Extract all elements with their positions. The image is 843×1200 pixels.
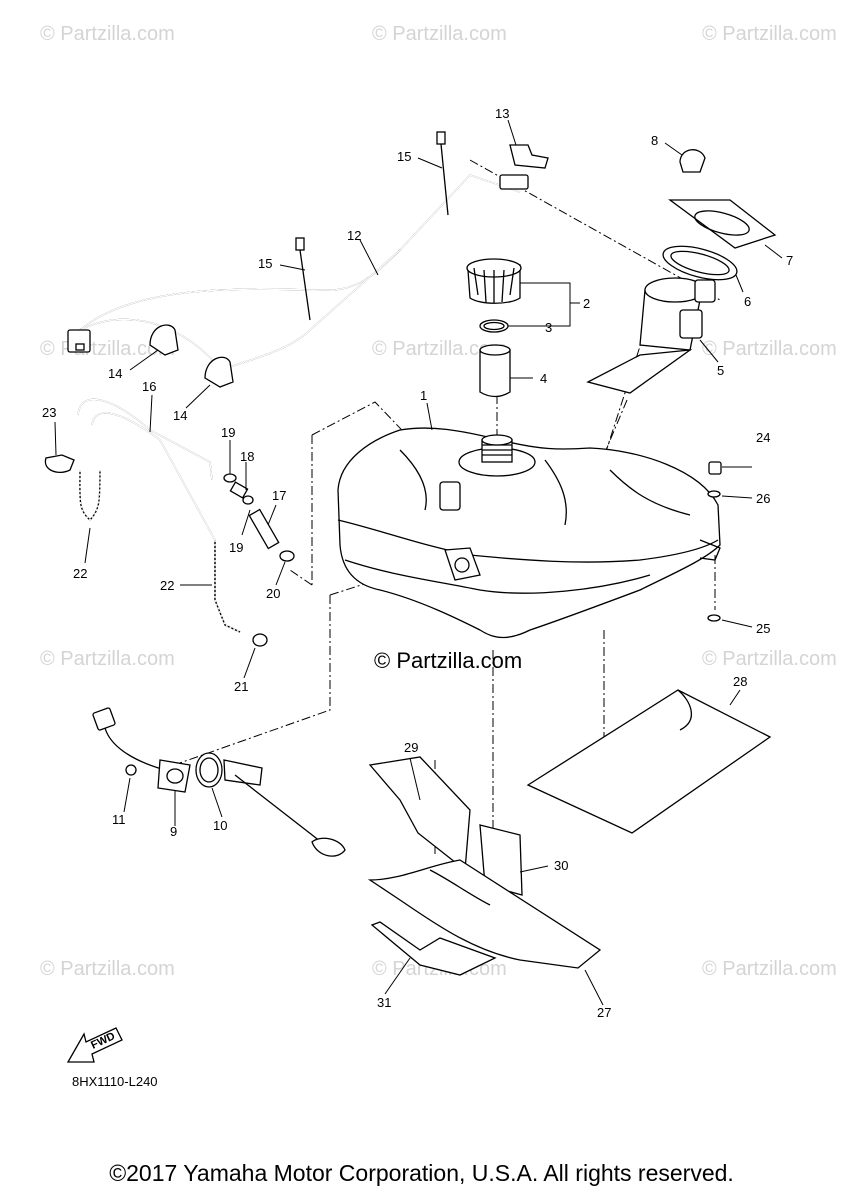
hose-clip [44,454,75,473]
cap-gasket [479,319,509,333]
callout-14a: 14 [108,366,122,381]
callout-23: 23 [42,405,56,420]
callout-18: 18 [240,449,254,464]
callout-12: 12 [347,228,361,243]
callout-31: 31 [377,995,391,1010]
connector-bracket [499,144,549,190]
callout-7: 7 [786,253,793,268]
watermark: © Partzilla.com [702,338,837,360]
fuel-tank [337,427,721,639]
callout-22a: 22 [73,566,87,581]
callout-4: 4 [540,371,547,386]
watermark: © Partzilla.com [702,23,837,45]
callout-19b: 19 [229,540,243,555]
callout-13: 13 [495,106,509,121]
callout-labels: 1 2 3 4 5 6 7 8 9 10 11 12 13 14 14 15 1… [42,106,793,1020]
callout-16: 16 [142,379,156,394]
callout-9: 9 [170,824,177,839]
callout-5: 5 [717,363,724,378]
callout-3: 3 [545,320,552,335]
drawing-code: 8HX1110-L240 [72,1074,158,1089]
partzilla-watermark: © Partzilla.com [374,648,522,673]
watermark-layer: © Partzilla.com © Partzilla.com © Partzi… [40,23,837,980]
callout-1: 1 [420,388,427,403]
callout-25: 25 [756,621,770,636]
callout-26: 26 [756,491,770,506]
leader-lines [54,119,783,1006]
fuel-pump [586,277,716,394]
fwd-arrow: FWD [66,1027,123,1063]
callout-14b: 14 [173,408,187,423]
callout-29: 29 [404,740,418,755]
watermark: © Partzilla.com [40,648,175,670]
callout-24: 24 [756,430,770,445]
watermark: © Partzilla.com [702,958,837,980]
callout-15a: 15 [397,149,411,164]
watermark: © Partzilla.com [40,958,175,980]
rubber-cap [679,149,706,173]
callout-21: 21 [234,679,248,694]
pump-ring [662,245,738,281]
watermark: © Partzilla.com [372,338,507,360]
callout-10: 10 [213,818,227,833]
breather-hose [77,398,241,633]
watermark: © Partzilla.com [702,648,837,670]
callout-8: 8 [651,133,658,148]
watermark: © Partzilla.com [40,23,175,45]
filler-sleeve [479,344,511,398]
callout-20: 20 [266,586,280,601]
wire-clamp [149,324,234,388]
callout-19a: 19 [221,425,235,440]
heat-shield-large [526,689,772,834]
fuel-cap [466,258,522,304]
heat-shield-lower [367,859,602,976]
pump-gasket [668,199,777,249]
callout-11: 11 [112,812,126,827]
grommet [707,461,722,622]
callout-30: 30 [554,858,568,873]
cable-tie [295,131,449,321]
corrugated-tube [79,469,241,633]
callout-15b: 15 [258,256,272,271]
callout-6: 6 [744,294,751,309]
callout-27: 27 [597,1005,611,1020]
callout-17: 17 [272,488,286,503]
fuel-sender [92,707,346,857]
callout-28: 28 [733,674,747,689]
callout-22b: 22 [160,578,174,593]
copyright-notice: ©2017 Yamaha Motor Corporation, U.S.A. A… [109,1160,734,1186]
watermark: © Partzilla.com [372,23,507,45]
callout-2: 2 [583,296,590,311]
